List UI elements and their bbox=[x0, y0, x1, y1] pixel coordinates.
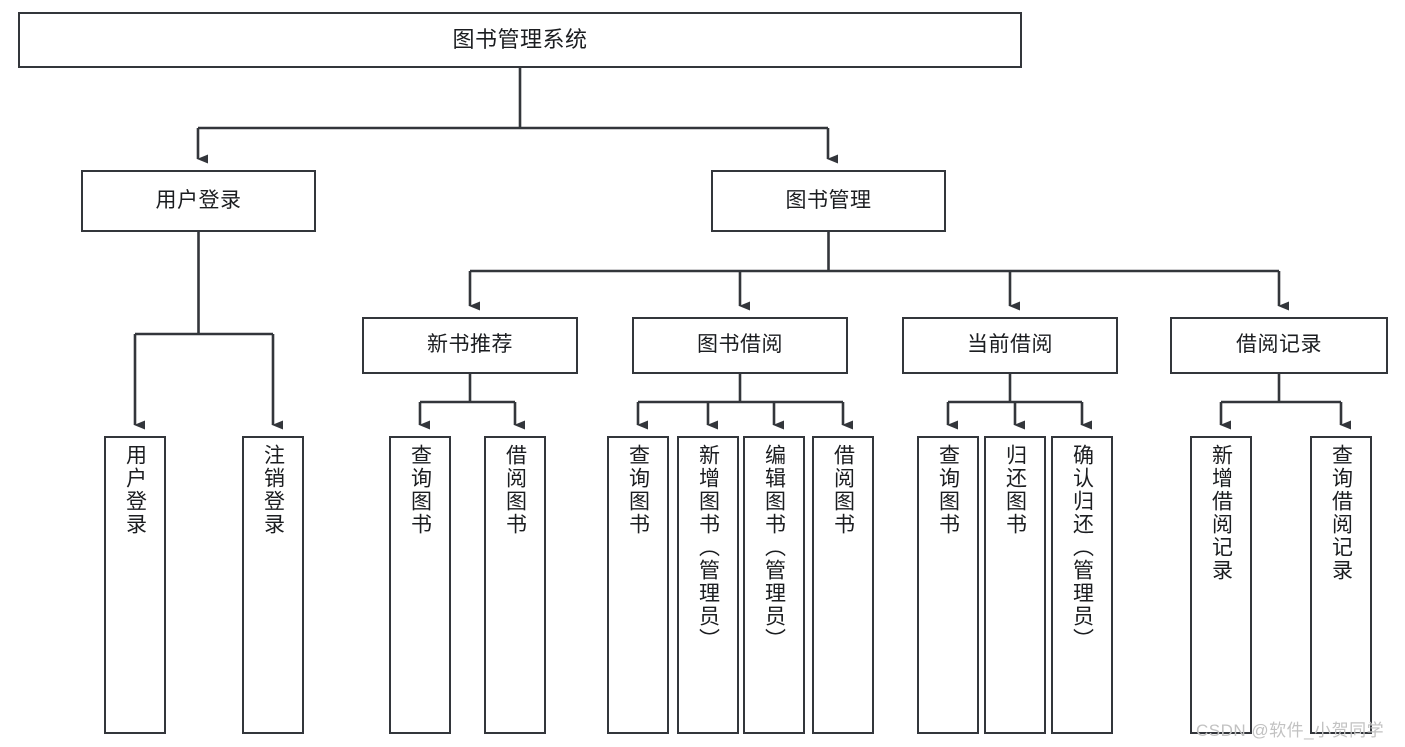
node-current-borrow-label: 当前借阅 bbox=[967, 333, 1053, 357]
leaf-query-book-borrow[interactable]: 查询图书 bbox=[607, 436, 669, 734]
leaf-query-book-current[interactable]: 查询图书 bbox=[917, 436, 979, 734]
leaf-borrow-book-rec-label: 借阅图书 bbox=[503, 444, 527, 536]
leaf-return-book[interactable]: 归还图书 bbox=[984, 436, 1046, 734]
leaf-logout-label: 注销登录 bbox=[261, 444, 285, 536]
leaf-user-login-label: 用户登录 bbox=[123, 444, 147, 536]
leaf-query-borrow-record[interactable]: 查询借阅记录 bbox=[1310, 436, 1372, 734]
leaf-add-book-label: 新增图书（管理员） bbox=[696, 444, 720, 651]
node-borrow-record[interactable]: 借阅记录 bbox=[1170, 317, 1388, 374]
leaf-confirm-return-label: 确认归还（管理员） bbox=[1070, 444, 1094, 651]
leaf-add-book[interactable]: 新增图书（管理员） bbox=[677, 436, 739, 734]
leaf-edit-book-label: 编辑图书（管理员） bbox=[762, 444, 786, 651]
leaf-borrow-book-rec[interactable]: 借阅图书 bbox=[484, 436, 546, 734]
node-root-label: 图书管理系统 bbox=[452, 27, 588, 53]
leaf-confirm-return[interactable]: 确认归还（管理员） bbox=[1051, 436, 1113, 734]
leaf-edit-book[interactable]: 编辑图书（管理员） bbox=[743, 436, 805, 734]
leaf-query-book-current-label: 查询图书 bbox=[936, 444, 960, 536]
node-book-manage-label: 图书管理 bbox=[785, 188, 872, 212]
leaf-add-borrow-record-label: 新增借阅记录 bbox=[1209, 444, 1233, 582]
leaf-add-borrow-record[interactable]: 新增借阅记录 bbox=[1190, 436, 1252, 734]
node-root[interactable]: 图书管理系统 bbox=[18, 12, 1022, 68]
node-book-borrow-label: 图书借阅 bbox=[697, 333, 783, 357]
leaf-query-borrow-record-label: 查询借阅记录 bbox=[1329, 444, 1353, 582]
node-book-borrow[interactable]: 图书借阅 bbox=[632, 317, 848, 374]
leaf-query-book-borrow-label: 查询图书 bbox=[626, 444, 650, 536]
leaf-return-book-label: 归还图书 bbox=[1003, 444, 1027, 536]
node-user-login-label: 用户登录 bbox=[155, 188, 242, 212]
node-current-borrow[interactable]: 当前借阅 bbox=[902, 317, 1118, 374]
leaf-borrow-book[interactable]: 借阅图书 bbox=[812, 436, 874, 734]
node-new-book-recommend[interactable]: 新书推荐 bbox=[362, 317, 578, 374]
leaf-logout[interactable]: 注销登录 bbox=[242, 436, 304, 734]
watermark: CSDN @软件_小贺同学 bbox=[1196, 721, 1385, 740]
node-new-book-recommend-label: 新书推荐 bbox=[427, 333, 513, 357]
leaf-query-book-rec-label: 查询图书 bbox=[408, 444, 432, 536]
node-borrow-record-label: 借阅记录 bbox=[1236, 333, 1322, 357]
node-user-login[interactable]: 用户登录 bbox=[81, 170, 316, 232]
leaf-query-book-rec[interactable]: 查询图书 bbox=[389, 436, 451, 734]
leaf-borrow-book-label: 借阅图书 bbox=[831, 444, 855, 536]
node-book-manage[interactable]: 图书管理 bbox=[711, 170, 946, 232]
leaf-user-login[interactable]: 用户登录 bbox=[104, 436, 166, 734]
